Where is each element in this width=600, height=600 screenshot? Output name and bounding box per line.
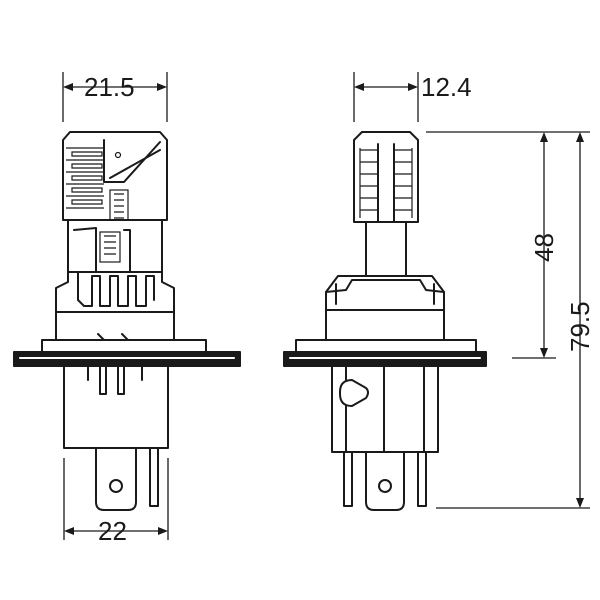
dim-label-side-total-height: 79.5: [565, 301, 595, 352]
dim-label-front-top: 21.5: [84, 72, 135, 102]
dim-label-side-upper-height: 48: [529, 233, 559, 262]
side-flange: [283, 339, 487, 367]
front-pins: [95, 447, 159, 511]
front-base: [63, 365, 169, 449]
front-neck: [67, 219, 163, 273]
side-base: [331, 365, 439, 453]
dimension-front-top: 21.5: [62, 72, 168, 122]
dim-label-front-bottom: 22: [98, 516, 127, 546]
front-led-head: [62, 131, 168, 223]
front-shoulder: [55, 271, 175, 341]
side-led-head: [353, 131, 419, 223]
front-flange: [13, 339, 241, 367]
dimension-side-total-height: 79.5: [436, 132, 595, 509]
side-neck: [365, 221, 407, 281]
side-pins: [343, 451, 427, 511]
dimension-front-bottom: 22: [63, 458, 169, 546]
side-view: [283, 131, 487, 511]
dim-label-side-top: 12.4: [421, 72, 472, 102]
front-view: [13, 131, 241, 511]
side-shoulder: [325, 275, 445, 341]
dimension-side-top: 12.4: [353, 72, 472, 122]
dimension-side-upper-height: 48: [426, 131, 590, 359]
